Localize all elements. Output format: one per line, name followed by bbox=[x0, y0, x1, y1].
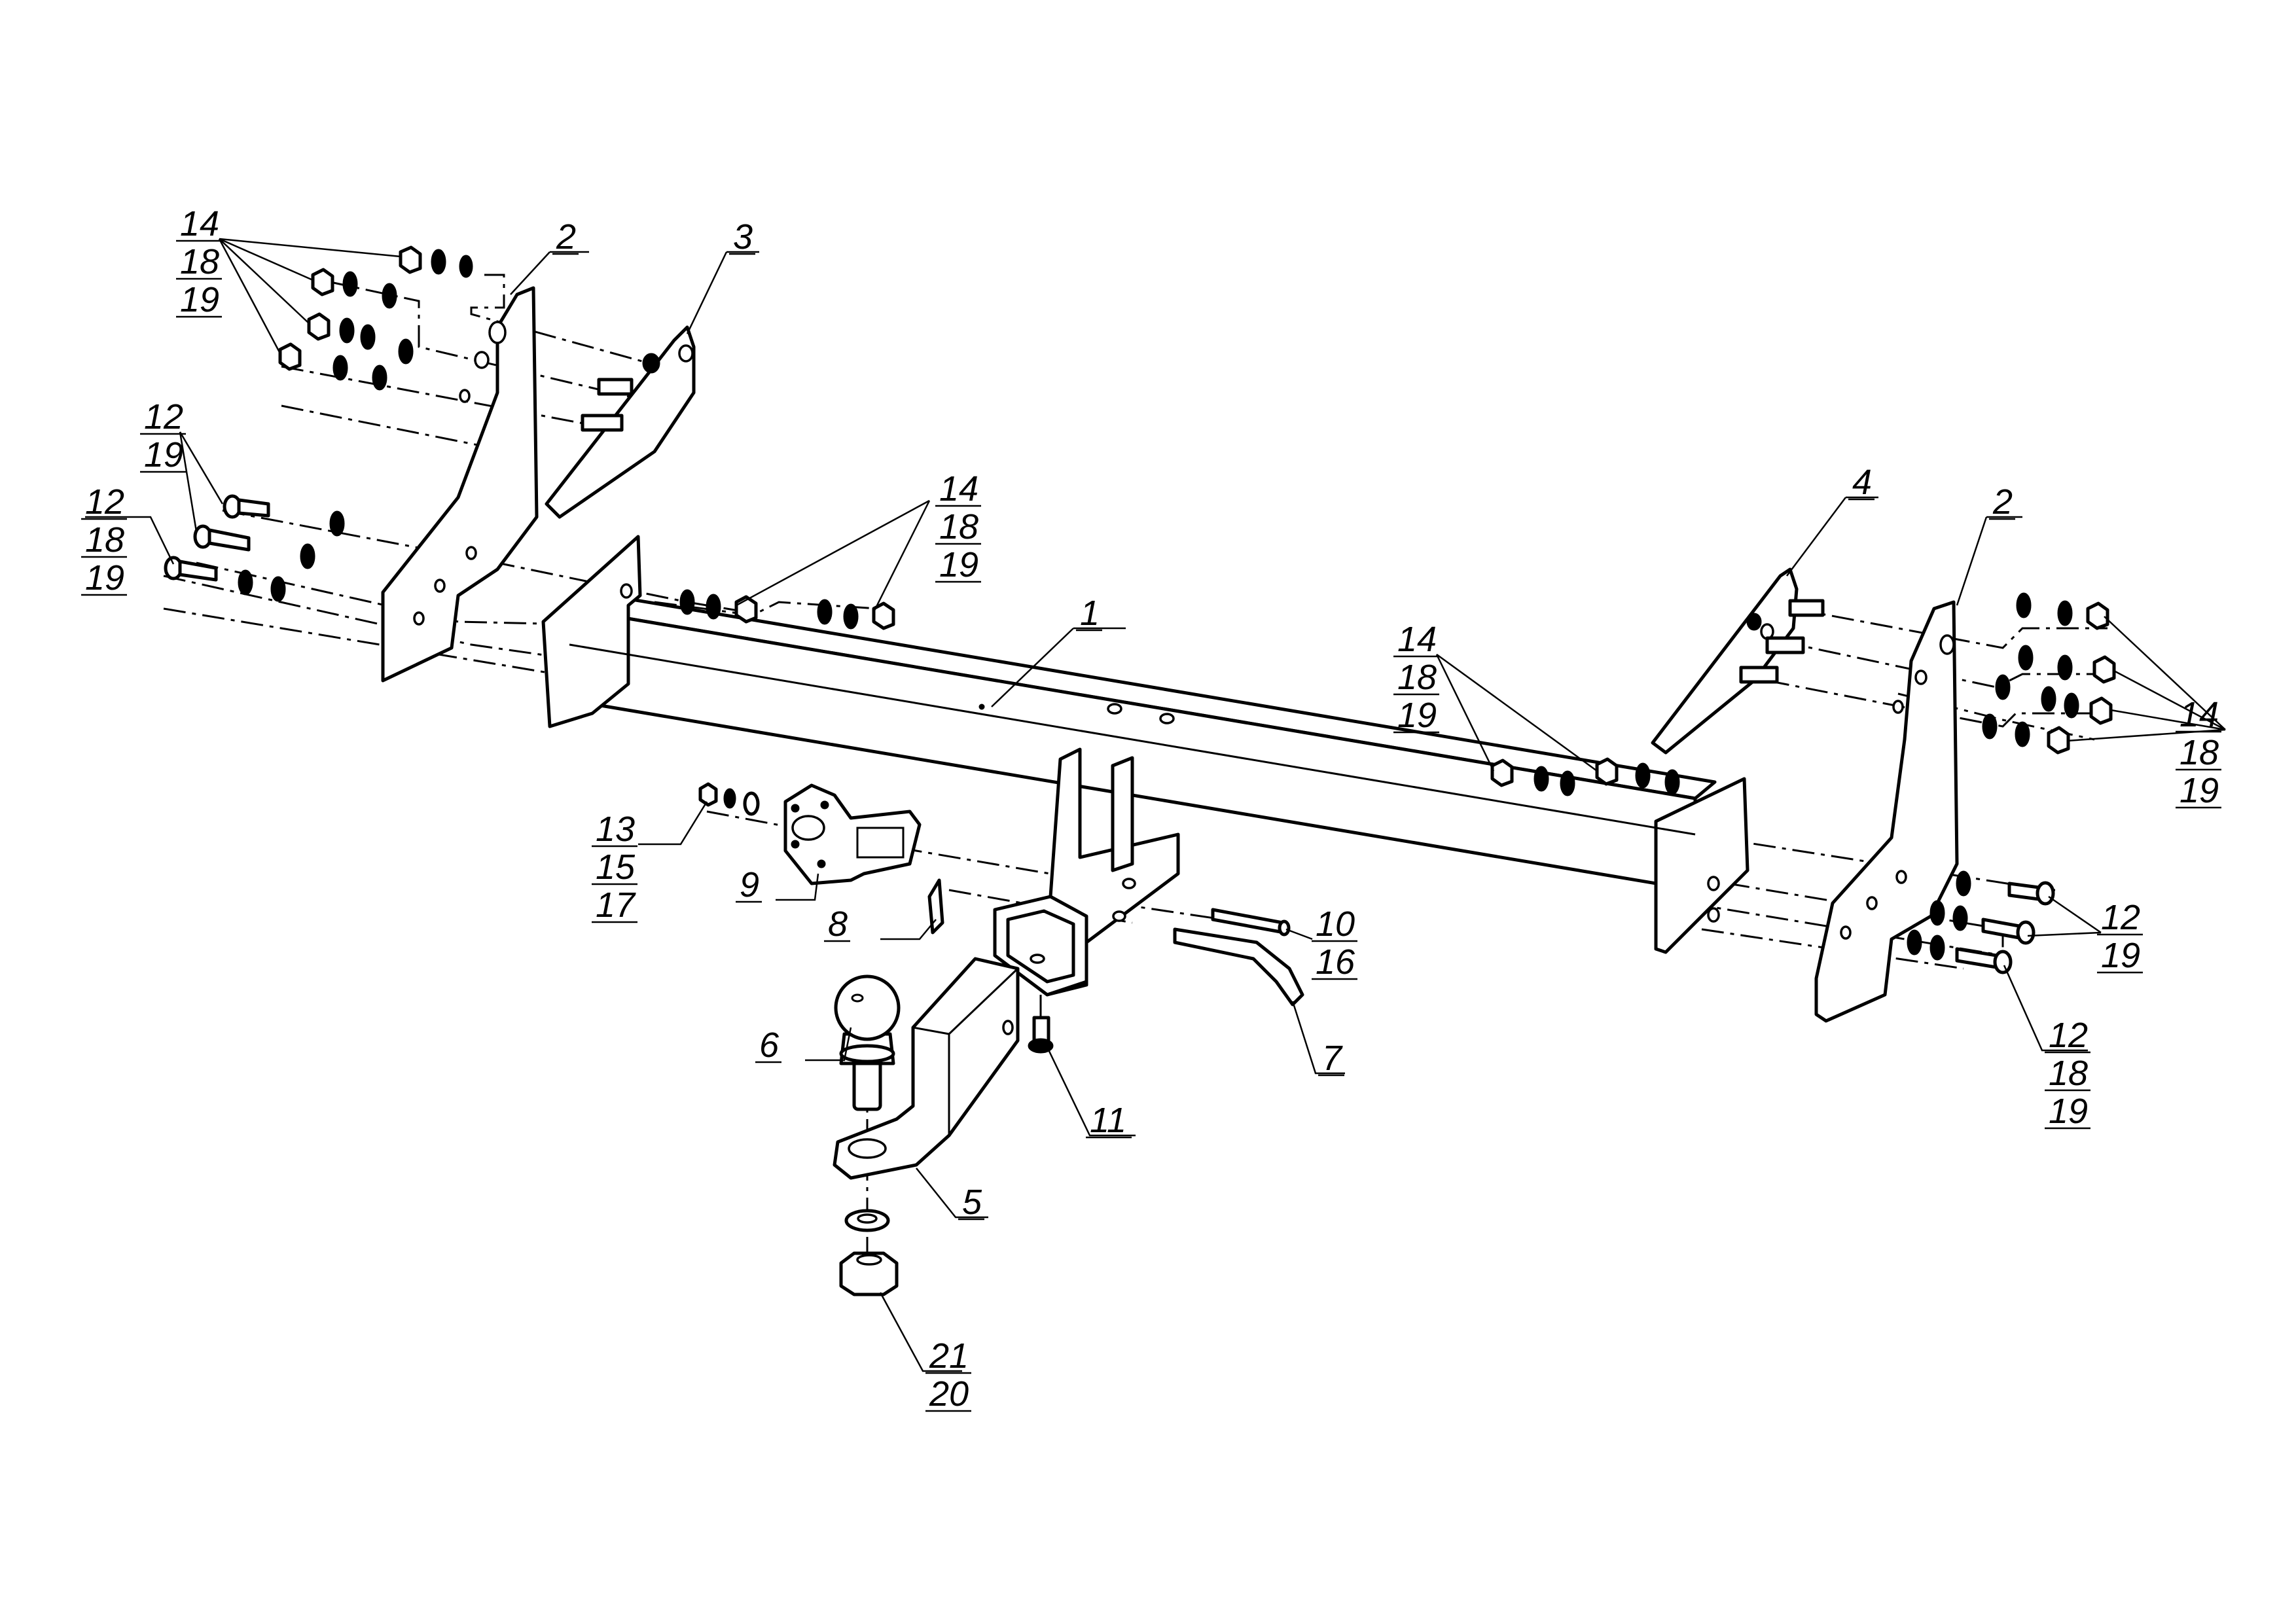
nut-row-right-2 bbox=[2018, 645, 2116, 684]
nut-row-left-3 bbox=[307, 312, 414, 365]
callout-number: 20 bbox=[929, 1374, 969, 1414]
callout-number: 4 bbox=[1852, 463, 1872, 502]
fastener-groups bbox=[164, 245, 2116, 974]
callout-2-right: 2 bbox=[1989, 482, 2015, 522]
callout-number: 3 bbox=[733, 217, 753, 257]
callout-number: 18 bbox=[939, 507, 978, 546]
nut-row-right-4 bbox=[1982, 713, 2070, 755]
nut-row-crossbar-right bbox=[1490, 757, 1680, 796]
callout-number: 14 bbox=[939, 469, 978, 508]
nut-row-crossbar-left bbox=[679, 589, 895, 630]
callout-number: 10 bbox=[1316, 904, 1355, 944]
nut-row-left-2 bbox=[311, 268, 397, 309]
callout-number: 2 bbox=[556, 217, 576, 257]
callout-number: 18 bbox=[2179, 733, 2219, 772]
callout-number: 12 bbox=[144, 397, 183, 437]
callout-number: 2 bbox=[1992, 482, 2013, 522]
callout-number: 19 bbox=[180, 280, 219, 319]
bent-pin-part-7 bbox=[1173, 927, 1304, 1007]
tow-ball-part-6 bbox=[834, 974, 901, 1111]
nut-row-right-1 bbox=[2016, 592, 2109, 630]
bolt-part-11 bbox=[1028, 1016, 1054, 1054]
bolt-row-left-3 bbox=[164, 556, 286, 602]
nut-row-left-4 bbox=[278, 342, 387, 391]
callout-number: 18 bbox=[2049, 1054, 2088, 1093]
clip-part-8 bbox=[927, 878, 944, 935]
washer-part-20 bbox=[844, 1209, 890, 1232]
side-plate-left-part-2 bbox=[381, 286, 539, 683]
callout-number: 19 bbox=[2049, 1092, 2088, 1131]
bolt-row-right-2 bbox=[1929, 900, 2036, 945]
callout-number: 19 bbox=[144, 435, 183, 474]
callout-number: 19 bbox=[1397, 696, 1437, 735]
callout-6: 6 bbox=[755, 1026, 781, 1065]
nut-part-21 bbox=[839, 1251, 899, 1296]
callout-number: 7 bbox=[1322, 1039, 1343, 1078]
callout-number: 19 bbox=[85, 558, 124, 597]
callout-number: 14 bbox=[180, 204, 219, 243]
ball-mount-part-5 bbox=[833, 957, 1020, 1180]
bolt-row-left-1 bbox=[223, 494, 345, 537]
bolt-row-right-3 bbox=[1907, 929, 2013, 974]
callout-number: 12 bbox=[2049, 1016, 2088, 1055]
crossbar-part-1 bbox=[541, 535, 1749, 954]
callout-number: 19 bbox=[2101, 936, 2140, 975]
callout-number: 12 bbox=[85, 482, 124, 522]
inner-bracket-part-4 bbox=[1651, 567, 1825, 755]
callout-number: 19 bbox=[2179, 771, 2219, 810]
callout-number: 21 bbox=[929, 1336, 969, 1376]
callout-number: 19 bbox=[939, 545, 978, 584]
nut-row-left-1 bbox=[399, 245, 473, 278]
leader-lines bbox=[85, 238, 2226, 1372]
nut-row-right-3 bbox=[1995, 674, 2113, 725]
callout-number: 18 bbox=[85, 520, 124, 560]
callout-number: 16 bbox=[1316, 942, 1355, 982]
pin-part-10 bbox=[1211, 908, 1291, 936]
callout-9: 9 bbox=[736, 865, 762, 904]
callout-number: 14 bbox=[1397, 620, 1437, 659]
callout-number: 13 bbox=[596, 810, 635, 849]
callout-number: 5 bbox=[962, 1183, 982, 1222]
bolt-row-right-1 bbox=[1956, 870, 2055, 906]
callout-7: 7 bbox=[1318, 1039, 1344, 1078]
callout-3: 3 bbox=[729, 217, 755, 257]
callout-1: 1 bbox=[1076, 594, 1102, 633]
callout-number: 18 bbox=[180, 242, 219, 281]
callout-4: 4 bbox=[1848, 463, 1874, 502]
callout-2-left: 2 bbox=[552, 217, 579, 257]
callout-number: 15 bbox=[596, 847, 636, 887]
callout-number: 14 bbox=[2179, 695, 2219, 734]
callout-number: 1 bbox=[1080, 594, 1100, 633]
callout-number: 11 bbox=[1090, 1101, 1126, 1140]
callout-number: 8 bbox=[828, 904, 848, 944]
callout-number: 12 bbox=[2101, 898, 2140, 937]
callout-number: 6 bbox=[759, 1026, 780, 1065]
callout-number: 18 bbox=[1397, 658, 1437, 697]
callout-number: 17 bbox=[596, 885, 636, 925]
inner-bracket-part-3 bbox=[545, 325, 696, 519]
side-plate-right-part-2 bbox=[1814, 600, 1959, 1023]
socket-bracket-part-9 bbox=[783, 783, 922, 885]
nut-washer-part-13 bbox=[698, 782, 760, 816]
callout-number: 9 bbox=[740, 865, 759, 904]
bolt-row-left-2 bbox=[193, 524, 315, 569]
callout-8: 8 bbox=[824, 904, 850, 944]
callout-5: 5 bbox=[958, 1183, 984, 1222]
callout-11: 11 bbox=[1086, 1101, 1132, 1140]
